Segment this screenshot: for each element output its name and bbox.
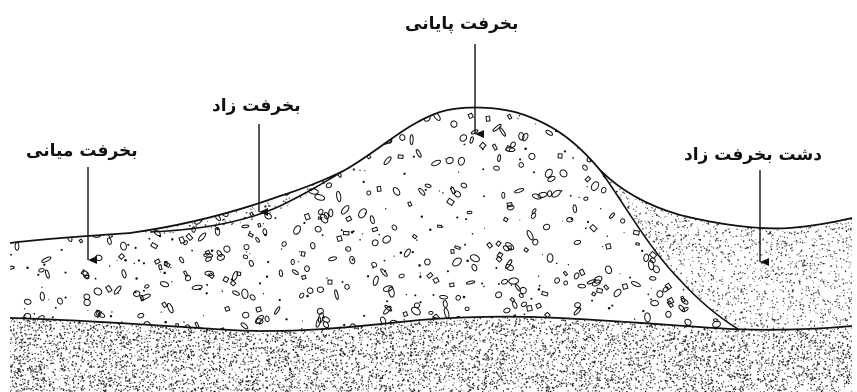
outwash-plain-stipple [594, 164, 857, 335]
bedrock-stipple [0, 309, 857, 392]
till-pebbles [6, 100, 746, 339]
label-ablation-moraine: بخرفت زاد [212, 96, 301, 116]
label-outwash-plain: دشت بخرفت زاد [684, 145, 822, 165]
label-medial-moraine: بخرفت میانی [26, 141, 138, 161]
label-terminal-moraine: بخرفت پایانی [405, 14, 518, 34]
ablation-inner-line [150, 170, 345, 232]
ground-surface-line [10, 108, 852, 244]
